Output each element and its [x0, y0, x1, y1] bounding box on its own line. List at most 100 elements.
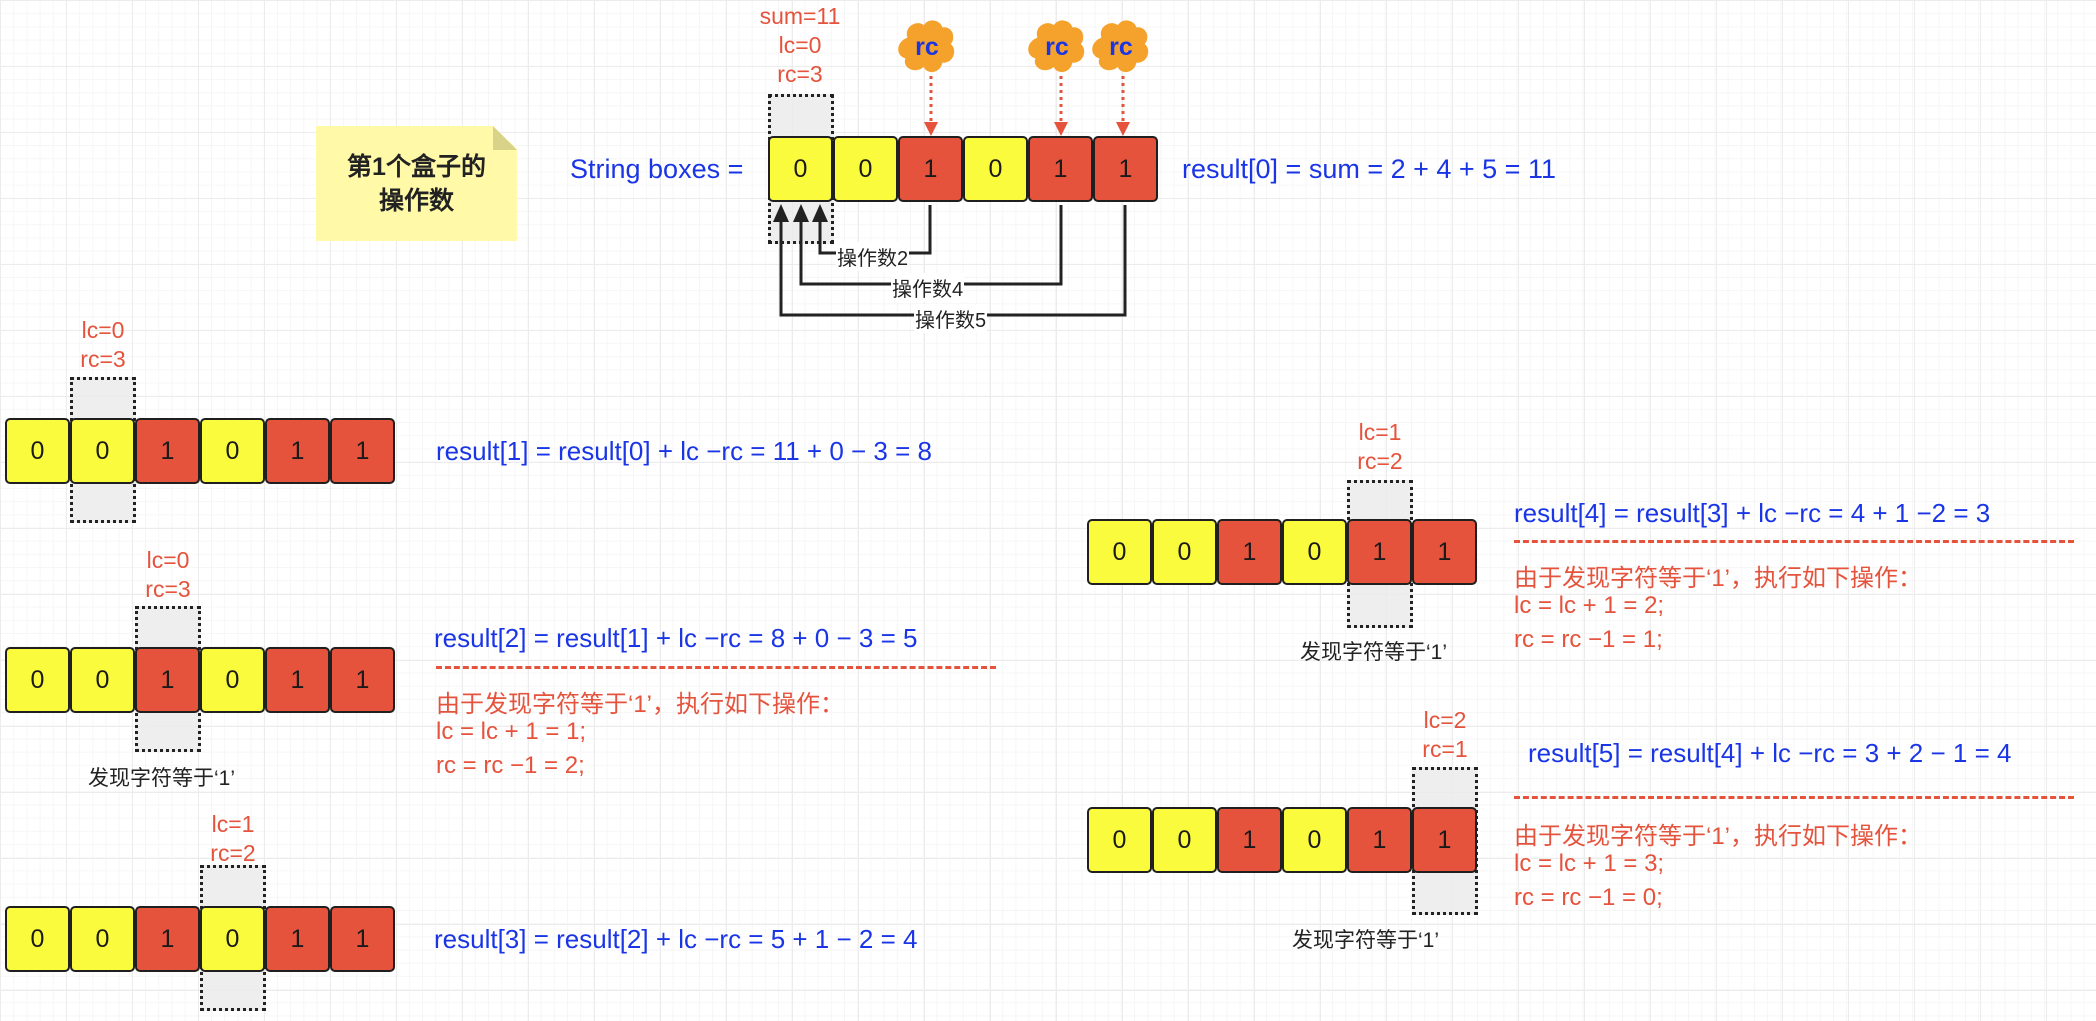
op-arrowhead-5	[773, 204, 789, 222]
r2-found-label: 发现字符等于‘1’	[88, 767, 236, 790]
r4-explain-2: lc = lc + 1 = 2;	[1514, 592, 1665, 619]
r4-rc: rc=2	[1357, 448, 1403, 474]
r2-explain-1: 由于发现字符等于‘1’，执行如下操作：	[436, 691, 845, 718]
r2-lc: lc=0	[146, 547, 190, 573]
r4-formula: result[4] = result[3] + lc −rc = 4 + 1 −…	[1514, 498, 1991, 528]
top-box-row: 0 0 1 0 1 1	[768, 136, 1158, 202]
top-box-2: 1	[898, 136, 963, 202]
r1-box-4: 1	[265, 418, 330, 484]
r3-box-4: 1	[265, 906, 330, 972]
r4-state: lc=1 rc=2	[1330, 418, 1430, 476]
r4-lc: lc=1	[1358, 419, 1402, 445]
r1-box-2: 1	[135, 418, 200, 484]
r4-box-4: 1	[1347, 519, 1412, 585]
sticky-note: 第1个盒子的 操作数	[316, 126, 517, 241]
top-box-4: 1	[1028, 136, 1093, 202]
cloud-shape-icon	[898, 20, 955, 72]
r5-box-1: 0	[1152, 807, 1217, 873]
r5-box-3: 0	[1282, 807, 1347, 873]
r2-box-0: 0	[5, 647, 70, 713]
r5-explain-3: rc = rc −1 = 0;	[1514, 884, 1663, 911]
r4-found-label: 发现字符等于‘1’	[1300, 641, 1448, 664]
cloud-arrowhead-3	[1116, 122, 1130, 136]
top-prefix: String boxes =	[570, 154, 744, 184]
cloud-shape-icon	[1092, 20, 1149, 72]
note-line-1: 第1个盒子的	[347, 152, 486, 181]
r3-box-2: 1	[135, 906, 200, 972]
top-box-3: 0	[963, 136, 1028, 202]
r3-lc: lc=1	[211, 811, 255, 837]
r3-box-0: 0	[5, 906, 70, 972]
r3-formula: result[3] = result[2] + lc −rc = 5 + 1 −…	[434, 924, 918, 954]
r3-state: lc=1 rc=2	[183, 810, 283, 868]
r2-box-3: 0	[200, 647, 265, 713]
cloud-arrowhead-1	[924, 122, 938, 136]
r5-formula: result[5] = result[4] + lc −rc = 3 + 2 −…	[1528, 738, 2012, 768]
r4-dashed-divider	[1514, 540, 2074, 543]
top-sum: sum=11	[759, 3, 841, 29]
r2-formula: result[2] = result[1] + lc −rc = 8 + 0 −…	[434, 623, 918, 653]
r1-box-3: 0	[200, 418, 265, 484]
r2-box-1: 0	[70, 647, 135, 713]
r1-box-row: 0 0 1 0 1 1	[5, 418, 395, 484]
r1-lc: lc=0	[81, 317, 125, 343]
op-label-4: 操作数4	[891, 273, 965, 302]
r4-box-2: 1	[1217, 519, 1282, 585]
r4-box-3: 0	[1282, 519, 1347, 585]
r1-box-1: 0	[70, 418, 135, 484]
r3-box-3: 0	[200, 906, 265, 972]
op-label-2: 操作数2	[836, 242, 910, 271]
cloud-rc-1: rc	[896, 18, 958, 76]
r5-state: lc=2 rc=1	[1395, 706, 1495, 764]
r5-box-row: 0 0 1 0 1 1	[1087, 807, 1477, 873]
r4-explain-1: 由于发现字符等于‘1’，执行如下操作：	[1514, 565, 1923, 592]
top-box-5: 1	[1093, 136, 1158, 202]
r4-box-1: 0	[1152, 519, 1217, 585]
r5-explain-1: 由于发现字符等于‘1’，执行如下操作：	[1514, 823, 1923, 850]
r2-box-row: 0 0 1 0 1 1	[5, 647, 395, 713]
cloud-rc-1-label: rc	[915, 32, 939, 61]
r1-state: lc=0 rc=3	[53, 316, 153, 374]
r2-explain-2: lc = lc + 1 = 1;	[436, 718, 587, 745]
top-state-label: sum=11 lc=0 rc=3	[750, 2, 850, 89]
r1-box-0: 0	[5, 418, 70, 484]
r2-state: lc=0 rc=3	[118, 546, 218, 604]
cloud-shape-icon	[1028, 20, 1085, 72]
r2-dashed-divider	[436, 666, 996, 669]
r5-lc: lc=2	[1423, 707, 1467, 733]
cloud-rc-3-label: rc	[1109, 32, 1133, 61]
r4-explain-3: rc = rc −1 = 1;	[1514, 626, 1663, 653]
r3-rc: rc=2	[210, 840, 256, 866]
r5-box-4: 1	[1347, 807, 1412, 873]
r5-explain-2: lc = lc + 1 = 3;	[1514, 850, 1665, 877]
r2-box-5: 1	[330, 647, 395, 713]
r5-box-0: 0	[1087, 807, 1152, 873]
r2-rc: rc=3	[145, 576, 191, 602]
op-arrowhead-4	[793, 204, 809, 222]
r1-rc: rc=3	[80, 346, 126, 372]
top-box-0: 0	[768, 136, 833, 202]
r5-found-label: 发现字符等于‘1’	[1292, 929, 1440, 952]
top-lc: lc=0	[778, 32, 822, 58]
cloud-rc-3: rc	[1090, 18, 1152, 76]
r3-box-row: 0 0 1 0 1 1	[5, 906, 395, 972]
r1-formula: result[1] = result[0] + lc −rc = 11 + 0 …	[436, 436, 932, 466]
note-line-2: 操作数	[378, 186, 454, 215]
cloud-rc-2-label: rc	[1045, 32, 1069, 61]
r3-box-5: 1	[330, 906, 395, 972]
r5-dashed-divider	[1514, 796, 2074, 799]
r5-rc: rc=1	[1422, 736, 1468, 762]
cloud-arrowhead-2	[1054, 122, 1068, 136]
r4-box-row: 0 0 1 0 1 1	[1087, 519, 1477, 585]
r3-box-1: 0	[70, 906, 135, 972]
r2-box-2: 1	[135, 647, 200, 713]
r2-box-4: 1	[265, 647, 330, 713]
top-rc: rc=3	[777, 61, 823, 87]
r1-box-5: 1	[330, 418, 395, 484]
top-formula: result[0] = sum = 2 + 4 + 5 = 11	[1182, 154, 1556, 184]
r2-explain-3: rc = rc −1 = 2;	[436, 752, 585, 779]
r5-box-2: 1	[1217, 807, 1282, 873]
r4-box-5: 1	[1412, 519, 1477, 585]
cloud-rc-2: rc	[1026, 18, 1088, 76]
op-label-5: 操作数5	[914, 304, 988, 333]
